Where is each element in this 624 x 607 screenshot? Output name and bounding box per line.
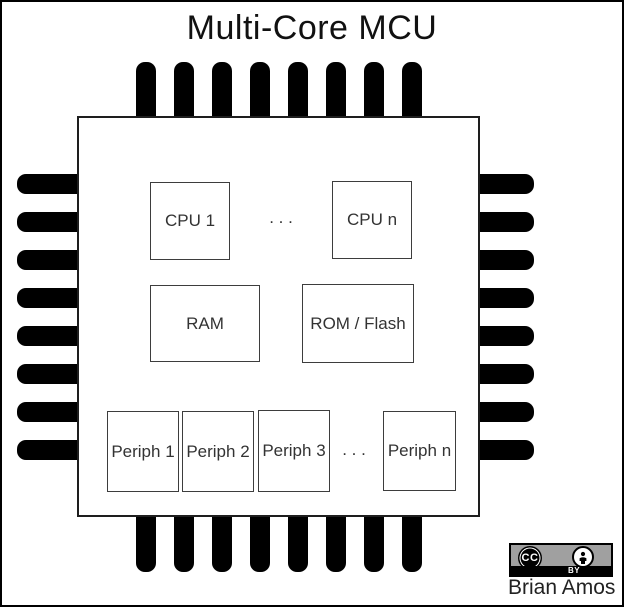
chip-pin [363, 62, 384, 116]
chip-pin [17, 211, 77, 232]
rom-flash-block: ROM / Flash [302, 284, 414, 363]
chip-pin [480, 211, 534, 232]
chip-pin [249, 62, 270, 116]
chip-pin [480, 173, 534, 194]
ram-block: RAM [150, 285, 260, 362]
chip-pin [17, 287, 77, 308]
chip-pin [17, 325, 77, 346]
cpu1-block: CPU 1 [150, 182, 230, 260]
chip-pin [211, 517, 232, 572]
periph2-block: Periph 2 [182, 411, 254, 492]
chip-pin [480, 287, 534, 308]
periph1-block: Periph 1 [107, 411, 179, 492]
chip-pin [17, 401, 77, 422]
periph-ellipsis: . . . [342, 440, 366, 459]
chip-pin [401, 517, 422, 572]
periph3-block: Periph 3 [258, 410, 330, 492]
cc-by-strip: BY [511, 566, 611, 575]
chip-pin [17, 439, 77, 460]
chip-pin [249, 517, 270, 572]
chip-pin [287, 517, 308, 572]
chip-pin [325, 62, 346, 116]
chip-pin [401, 62, 422, 116]
pin-strip-top [77, 62, 480, 116]
pin-strip-bottom [77, 517, 480, 572]
chip-pin [480, 363, 534, 384]
pin-strip-right [480, 116, 534, 517]
cc-by-person-icon [572, 546, 594, 568]
chip-pin [173, 62, 194, 116]
chip-pin [211, 62, 232, 116]
chip-pin [135, 517, 156, 572]
chip-pin [173, 517, 194, 572]
chip-pin [480, 249, 534, 270]
chip-pin [17, 173, 77, 194]
chip-pin [17, 363, 77, 384]
chip-pin [363, 517, 384, 572]
chip-pin [17, 249, 77, 270]
chip-pin [480, 401, 534, 422]
cpu-ellipsis: . . . [269, 208, 293, 227]
person-glyph [579, 551, 587, 564]
cc-by-label: BY [567, 566, 581, 575]
chip-pin [480, 325, 534, 346]
mcu-chip-body: CPU 1 . . . CPU n RAM ROM / Flash Periph… [77, 116, 480, 517]
chip-pin [287, 62, 308, 116]
diagram-title: Multi-Core MCU [186, 9, 438, 47]
periph-n-block: Periph n [383, 411, 456, 491]
chip-pin [135, 62, 156, 116]
pin-strip-left [17, 116, 77, 517]
cc-license-badge: CC BY [509, 543, 613, 577]
chip-pin [325, 517, 346, 572]
cpu-n-block: CPU n [332, 181, 412, 259]
author-credit: Brian Amos [508, 576, 616, 599]
chip-pin [480, 439, 534, 460]
